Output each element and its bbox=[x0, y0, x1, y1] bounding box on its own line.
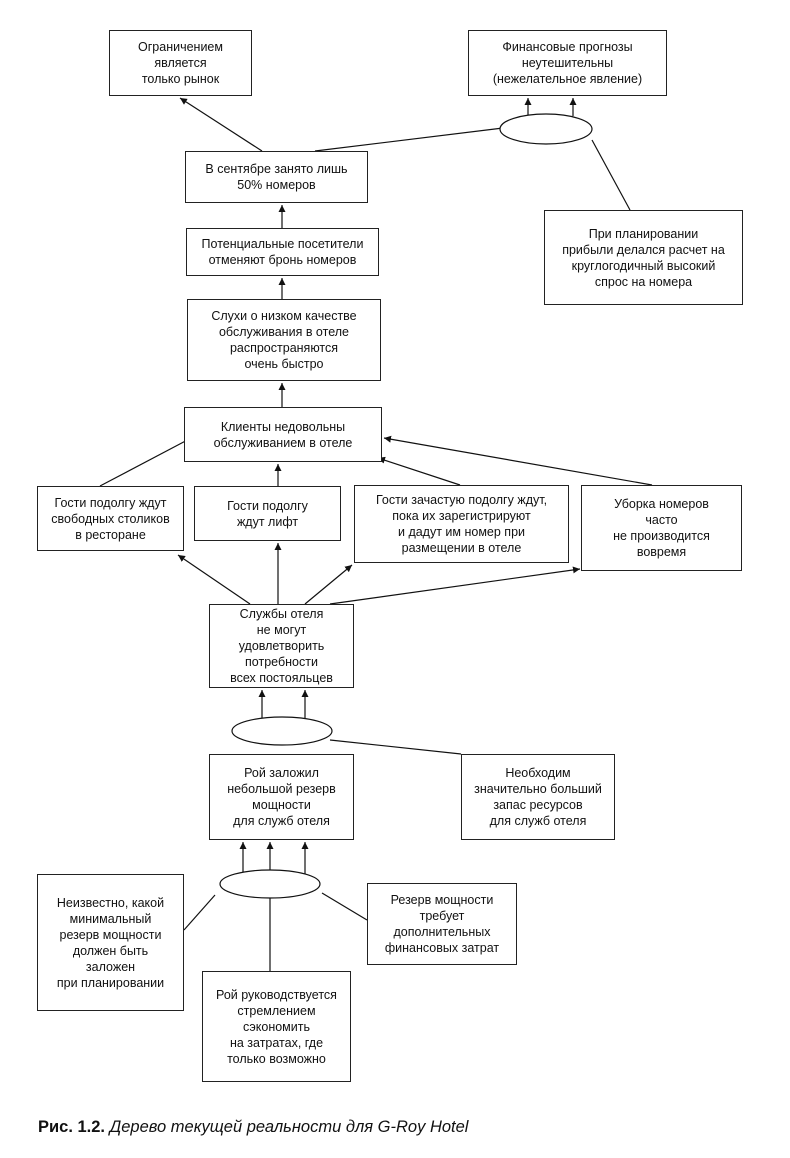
node-unknown-minimum: Неизвестно, какой минимальный резерв мощ… bbox=[37, 874, 184, 1011]
arrow bbox=[377, 456, 461, 486]
node-checkin-wait: Гости зачастую подолгу ждут, пока их зар… bbox=[354, 485, 569, 563]
node-september-occupancy: В сентябре занято лишь 50% номеров bbox=[185, 151, 368, 203]
caption-label: Рис. 1.2. bbox=[38, 1118, 106, 1136]
node-cleaning-late: Уборка номеров часто не производится вов… bbox=[581, 485, 742, 571]
node-elevator-wait: Гости подолгу ждут лифт bbox=[194, 486, 341, 541]
and-connector-bottom bbox=[219, 869, 321, 899]
node-rumors: Слухи о низком качестве обслуживания в о… bbox=[187, 299, 381, 381]
node-small-reserve: Рой заложил небольшой резерв мощности дл… bbox=[209, 754, 354, 840]
connector-line bbox=[183, 894, 216, 931]
connector-line bbox=[314, 127, 504, 152]
node-unhappy-clients: Клиенты недовольны обслуживанием в отеле bbox=[184, 407, 382, 462]
node-planning-assumption: При планировании прибыли делался расчет … bbox=[544, 210, 743, 305]
connector-line bbox=[329, 739, 462, 755]
arrow bbox=[177, 554, 251, 605]
arrow bbox=[99, 435, 196, 487]
figure-caption: Рис. 1.2. Дерево текущей реальности для … bbox=[38, 1118, 468, 1137]
and-connector-middle bbox=[231, 716, 333, 746]
node-reserve-costs: Резерв мощности требует дополнительных ф… bbox=[367, 883, 517, 965]
arrow bbox=[304, 564, 353, 605]
connector-line bbox=[591, 139, 631, 211]
and-connectors bbox=[219, 113, 593, 899]
diagram-edges bbox=[99, 97, 653, 971]
node-services-insufficient: Службы отеля не могут удовлетворить потр… bbox=[209, 604, 354, 688]
node-need-more-resources: Необходим значительно больший запас ресу… bbox=[461, 754, 615, 840]
and-connector-top bbox=[499, 113, 593, 145]
connector-line bbox=[321, 892, 368, 921]
node-cost-saving: Рой руководствуется стремлением сэкономи… bbox=[202, 971, 351, 1082]
node-restaurant-wait: Гости подолгу ждут свободных столиков в … bbox=[37, 486, 184, 551]
arrow bbox=[329, 566, 581, 605]
arrow bbox=[179, 97, 263, 152]
node-market-constraint: Ограничением является только рынок bbox=[109, 30, 252, 96]
node-financial-forecast: Финансовые прогнозы неутешительны (нежел… bbox=[468, 30, 667, 96]
caption-title: Дерево текущей реальности для G-Roy Hote… bbox=[109, 1118, 469, 1136]
node-booking-cancel: Потенциальные посетители отменяют бронь … bbox=[186, 228, 379, 276]
arrow bbox=[383, 435, 653, 486]
